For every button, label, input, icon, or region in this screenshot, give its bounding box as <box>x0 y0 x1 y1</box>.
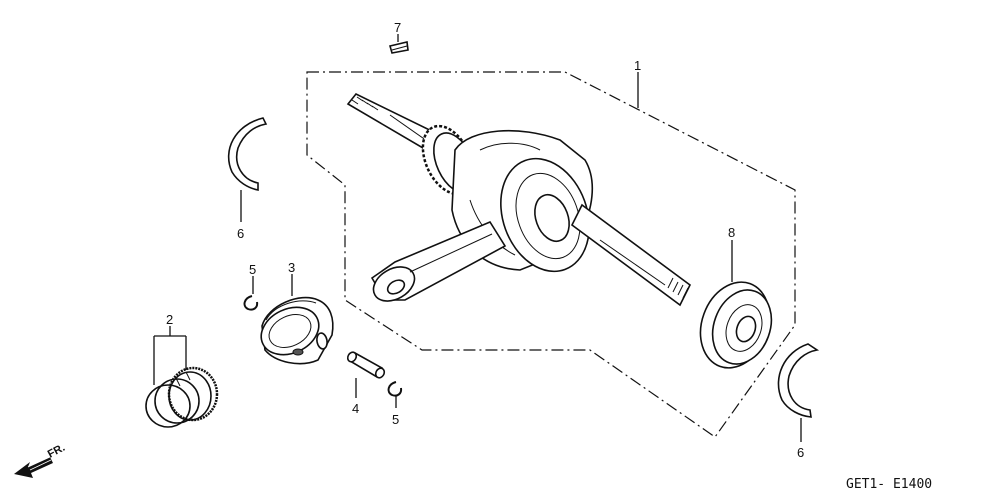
leader-lines <box>153 34 802 442</box>
radial-bearing <box>699 281 773 369</box>
pin-clip-lower <box>387 381 403 397</box>
callout-6-lower: 6 <box>797 445 804 460</box>
assembly-outline <box>306 71 796 438</box>
front-arrow-icon <box>14 456 53 478</box>
callout-4: 4 <box>352 401 359 416</box>
piston <box>260 296 334 365</box>
oil-seal-lower <box>777 343 820 418</box>
piston-ring-set <box>145 366 219 428</box>
callout-5-lower: 5 <box>392 412 399 427</box>
piston-pin <box>346 351 386 379</box>
callout-1: 1 <box>634 58 641 73</box>
callout-5-upper: 5 <box>249 262 256 277</box>
crankshaft-assembly <box>346 92 692 307</box>
figure-code: GET1- E1400 <box>846 477 932 492</box>
callout-6-upper: 6 <box>237 226 244 241</box>
oil-seal-upper <box>227 117 268 191</box>
front-label: FR. <box>46 442 67 461</box>
callout-7: 7 <box>394 20 401 35</box>
callout-8: 8 <box>728 225 735 240</box>
connecting-rod <box>370 220 507 302</box>
callout-2: 2 <box>166 312 173 327</box>
woodruff-key <box>389 41 409 54</box>
right-shaft <box>570 203 692 307</box>
pin-clip-upper <box>243 295 259 311</box>
callout-3: 3 <box>288 260 295 275</box>
